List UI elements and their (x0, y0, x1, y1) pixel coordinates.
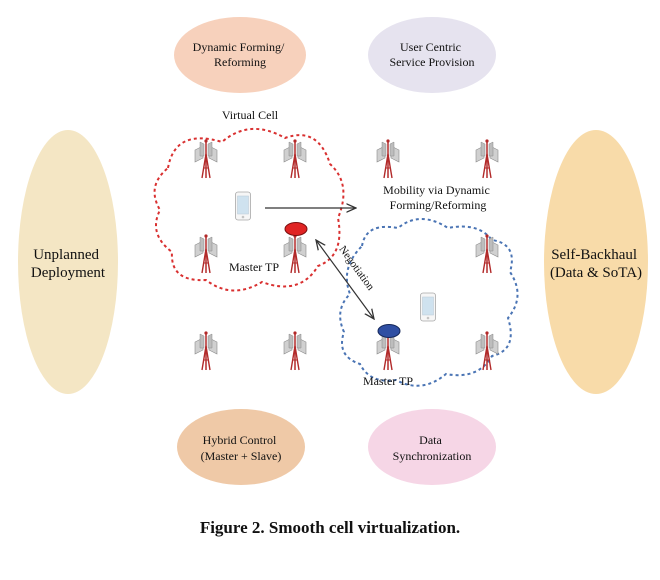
self-backhaul-ellipse (544, 130, 648, 394)
hybrid-control-ellipse (177, 409, 305, 485)
unplanned-deployment-ellipse (18, 130, 118, 394)
master-tp-label-blue: Master TP (363, 374, 413, 388)
figure-caption: Figure 2. Smooth cell virtualization. (199, 518, 461, 537)
user-centric-ellipse (368, 17, 496, 93)
master-tp-blue-marker (377, 324, 401, 338)
master-tp-red-marker (284, 222, 308, 236)
virtual-cell-label: Virtual Cell (222, 108, 279, 122)
cell-tower-icon (475, 330, 499, 371)
master-tp-label-red: Master TP (229, 260, 279, 274)
cell-tower-icon (475, 138, 499, 179)
data-sync-label: Data Synchronization (393, 433, 472, 463)
cell-tower-icon (283, 330, 307, 371)
dynamic-forming-label: Dynamic Forming/ Reforming (193, 40, 288, 69)
cell-tower-icon (194, 330, 218, 371)
dynamic-forming-ellipse (174, 17, 306, 93)
smartphone-icon (235, 191, 251, 221)
unplanned-deployment-label: Unplanned Deployment (31, 247, 106, 281)
cell-tower-icon (194, 233, 218, 274)
cell-tower-icon (283, 233, 307, 274)
hybrid-control-label: Hybrid Control (Master + Slave) (201, 433, 282, 463)
mobility-label: Mobility via Dynamic Forming/Reforming (383, 183, 493, 212)
user-centric-label: User Centric Service Provision (390, 40, 475, 69)
smartphone-icon (420, 292, 436, 322)
self-backhaul-label: Self-Backhaul (Data & SoTA) (550, 247, 642, 281)
cell-tower-icon (376, 138, 400, 179)
negotiation-arrow (316, 240, 374, 319)
cell-tower-icon (283, 138, 307, 179)
cell-tower-icon (194, 138, 218, 179)
virtual-cell-cloud-blue (339, 218, 519, 387)
data-sync-ellipse (368, 409, 496, 485)
